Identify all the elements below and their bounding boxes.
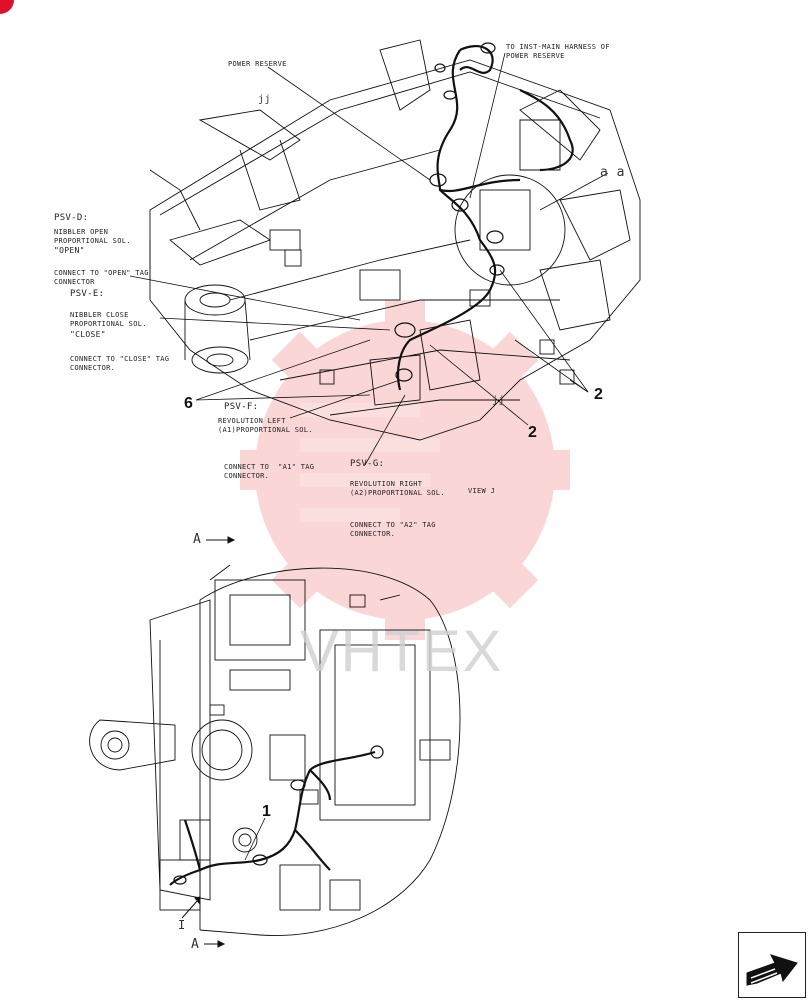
watermark-text: VHTEX: [300, 619, 504, 684]
label-psv-e-connect2: CONNECTOR.: [70, 364, 116, 372]
label-psv-f-connect1: CONNECT TO "A1" TAG: [224, 463, 315, 471]
next-page-button[interactable]: [738, 932, 806, 998]
label-to-inst-main-1: TO INST-MAIN HARNESS OF: [506, 43, 610, 51]
label-psv-e-desc2: PROPORTIONAL SOL.: [70, 320, 147, 328]
label-psv-g-desc1: REVOLUTION RIGHT: [350, 480, 423, 488]
label-psv-e-connect1: CONNECT TO "CLOSE" TAG: [70, 355, 170, 363]
item-number-2-lower: 2: [528, 424, 537, 441]
label-psv-e-desc1: NIBBLER CLOSE: [70, 311, 129, 319]
section-a-bottom: A: [191, 937, 200, 952]
label-psv-d-desc1: NIBBLER OPEN: [54, 228, 109, 236]
label-jj-mid: jj: [492, 395, 506, 406]
label-power-reserve: POWER RESERVE: [228, 60, 287, 68]
label-psv-f-desc1: REVOLUTION LEFT: [218, 417, 286, 425]
label-aa: a a: [600, 165, 625, 180]
label-psv-d-desc2: PROPORTIONAL SOL.: [54, 237, 131, 245]
label-psv-f: PSV-F:: [224, 402, 259, 412]
section-a-top: A: [193, 532, 202, 547]
label-view: VIEW J: [468, 487, 496, 495]
view-mark-i: I: [178, 918, 186, 932]
label-psv-g: PSV-G:: [350, 459, 385, 469]
label-psv-d-connect2: CONNECTOR: [54, 278, 95, 286]
next-page-arrow-icon: [746, 954, 798, 986]
label-psv-f-connect2: CONNECTOR.: [224, 472, 270, 480]
label-psv-d-connect1: CONNECT TO "OPEN" TAG: [54, 269, 149, 277]
item-number-1: 1: [262, 803, 271, 820]
label-psv-g-connect2: CONNECTOR.: [350, 530, 396, 538]
item-number-2-right: 2: [594, 386, 603, 403]
label-psv-d-desc3: "OPEN": [54, 246, 85, 255]
label-jj-top: jj: [258, 94, 272, 105]
label-psv-g-desc2: (A2)PROPORTIONAL SOL.: [350, 489, 445, 497]
label-psv-e: PSV-E:: [70, 289, 105, 299]
item-number-6: 6: [184, 395, 193, 412]
label-psv-d: PSV-D:: [54, 213, 89, 223]
label-psv-f-desc2: (A1)PROPORTIONAL SOL.: [218, 426, 313, 434]
label-to-inst-main-2: POWER RESERVE: [506, 52, 565, 60]
label-psv-e-desc3: "CLOSE": [70, 330, 106, 339]
label-psv-g-connect1: CONNECT TO "A2" TAG: [350, 521, 436, 529]
